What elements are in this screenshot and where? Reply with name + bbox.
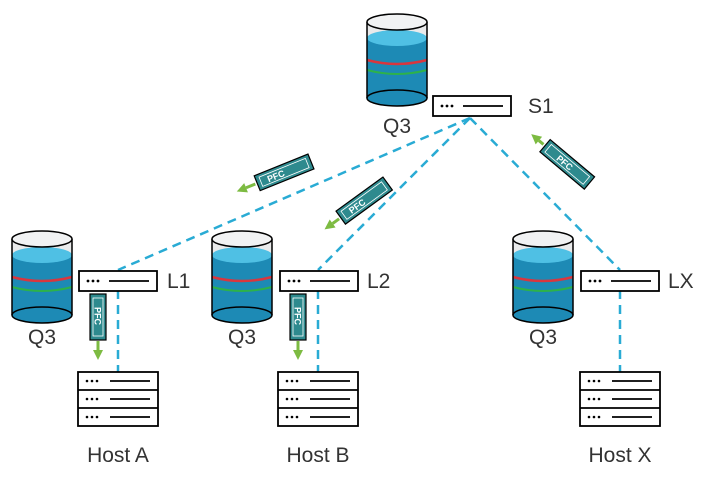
pfc-frame-icon: PFC	[236, 153, 315, 193]
pfc-text: PFC	[293, 307, 303, 326]
server-icon	[579, 371, 661, 427]
pfc-frame-icon: PFC	[89, 293, 107, 360]
switch-icon	[432, 95, 512, 117]
link-s1-lx	[469, 117, 621, 271]
pfc-frame-icon: PFC	[531, 134, 596, 190]
host-a-group: Host A	[77, 371, 159, 467]
spine-switch-group: Q3 S1	[365, 12, 554, 138]
switch-label: L1	[167, 270, 190, 293]
queue-icon	[365, 12, 429, 108]
switch-label: L2	[367, 270, 390, 293]
host-b-group: Host B	[277, 371, 359, 467]
queue-label: Q3	[228, 326, 256, 349]
host-x-group: Host X	[579, 371, 661, 467]
host-label: Host X	[588, 444, 651, 467]
server-icon	[77, 371, 159, 427]
queue-label: Q3	[28, 326, 56, 349]
pfc-text: PFC	[93, 307, 103, 326]
queue-icon	[10, 229, 74, 325]
links	[116, 116, 622, 372]
queue-label: Q3	[529, 326, 557, 349]
leaf-lx-group: Q3 LX	[511, 229, 694, 349]
leaf-l1-group: Q3 L1	[10, 229, 190, 349]
switch-icon	[78, 270, 158, 292]
queue-label: Q3	[383, 115, 411, 138]
link-s1-l1	[117, 116, 471, 272]
pfc-frame-icon: PFC	[324, 176, 394, 230]
switch-icon	[580, 270, 660, 292]
queue-icon	[210, 229, 274, 325]
server-icon	[277, 371, 359, 427]
queue-icon	[511, 229, 575, 325]
link-s1-l2	[317, 117, 471, 271]
leaf-l2-group: Q3 L2	[210, 229, 390, 349]
switch-label: LX	[668, 270, 694, 293]
pfc-frame-icon: PFC	[289, 293, 307, 360]
switch-icon	[279, 270, 359, 292]
host-label: Host A	[87, 444, 149, 467]
host-label: Host B	[286, 444, 349, 467]
switch-label: S1	[528, 95, 554, 118]
